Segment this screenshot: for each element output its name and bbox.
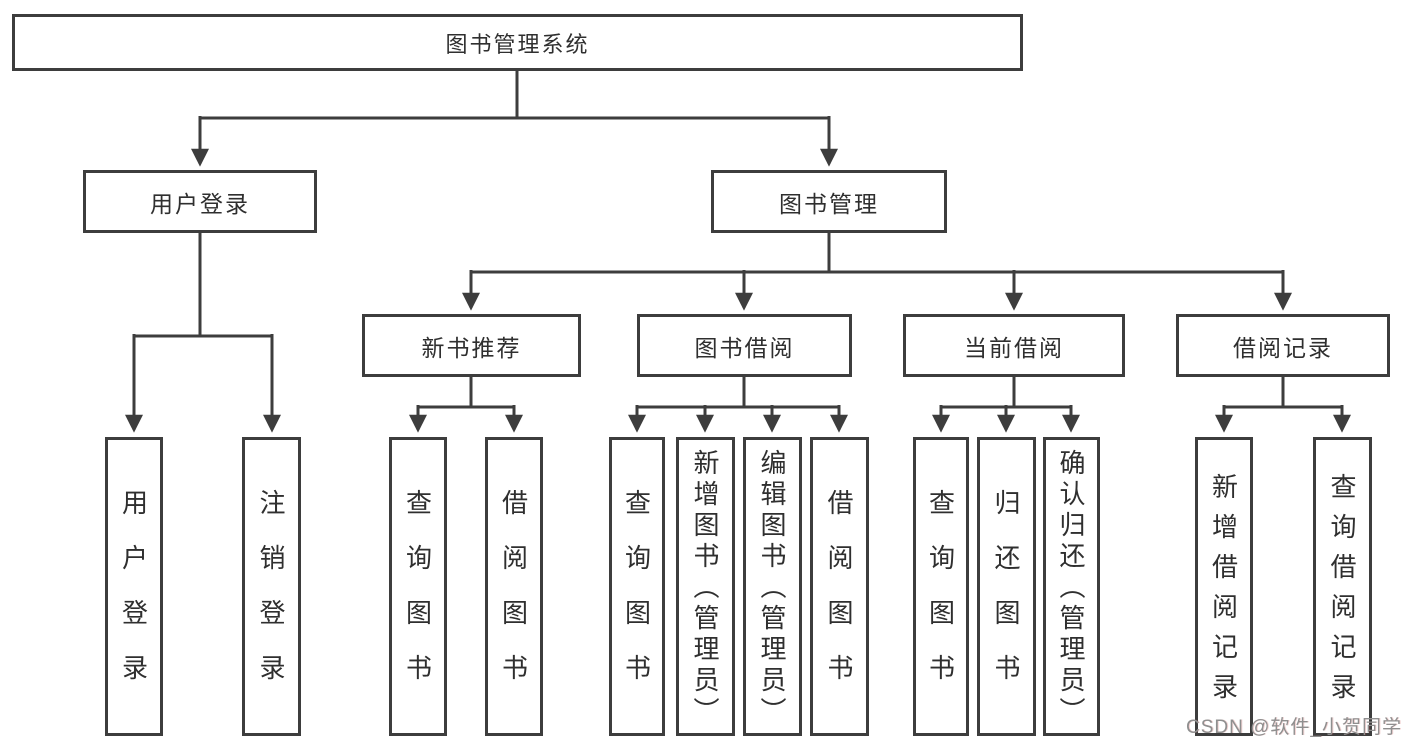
leaf-user-login: 用户登录: [105, 437, 163, 736]
leaf-cb-query-book-label: 查询图书: [925, 488, 956, 709]
node-book-management-label: 图书管理: [779, 190, 879, 217]
leaf-bb-edit-book-admin-label: 编辑图书（管理员）: [757, 449, 787, 728]
leaf-nbr-borrow-book: 借阅图书: [485, 437, 543, 736]
node-borrow-record: 借阅记录: [1176, 314, 1390, 377]
leaf-bb-borrow-book: 借阅图书: [810, 437, 869, 736]
leaf-nbr-query-book: 查询图书: [389, 437, 447, 736]
leaf-cb-confirm-return-admin: 确认归还（管理员）: [1043, 437, 1100, 736]
leaf-cb-query-book: 查询图书: [913, 437, 969, 736]
leaf-cb-return-book-label: 归还图书: [991, 488, 1021, 709]
node-current-borrow-label: 当前借阅: [964, 334, 1064, 361]
node-root: 图书管理系统: [12, 14, 1023, 71]
leaf-nbr-query-book-label: 查询图书: [402, 488, 433, 709]
leaf-bb-query-book: 查询图书: [609, 437, 665, 736]
leaf-bb-add-book-admin: 新增图书（管理员）: [676, 437, 735, 736]
leaf-bb-borrow-book-label: 借阅图书: [824, 488, 854, 709]
leaf-logout: 注销登录: [242, 437, 301, 736]
node-book-management: 图书管理: [711, 170, 947, 233]
csdn-watermark: CSDN @软件_小贺同学: [1186, 717, 1402, 738]
leaf-br-query-record: 查询借阅记录: [1313, 437, 1372, 736]
node-root-label: 图书管理系统: [445, 31, 590, 57]
node-borrow-record-label: 借阅记录: [1233, 334, 1333, 361]
leaf-user-login-label: 用户登录: [118, 488, 149, 709]
leaf-cb-return-book: 归还图书: [977, 437, 1036, 736]
node-new-book-recommend-label: 新书推荐: [421, 334, 522, 361]
node-book-borrow: 图书借阅: [637, 314, 852, 377]
node-user-login: 用户登录: [83, 170, 317, 233]
leaf-bb-edit-book-admin: 编辑图书（管理员）: [743, 437, 802, 736]
leaf-cb-confirm-return-admin-label: 确认归还（管理员）: [1056, 449, 1086, 728]
node-user-login-label: 用户登录: [150, 190, 250, 217]
leaf-logout-label: 注销登录: [256, 488, 286, 709]
node-book-borrow-label: 图书借阅: [694, 334, 795, 361]
leaf-nbr-borrow-book-label: 借阅图书: [498, 488, 529, 709]
leaf-br-add-record-label: 新增借阅记录: [1208, 472, 1239, 713]
leaf-br-add-record: 新增借阅记录: [1195, 437, 1253, 736]
leaf-br-query-record-label: 查询借阅记录: [1327, 472, 1357, 713]
leaf-bb-add-book-admin-label: 新增图书（管理员）: [690, 449, 720, 728]
node-current-borrow: 当前借阅: [903, 314, 1125, 377]
node-new-book-recommend: 新书推荐: [362, 314, 581, 377]
leaf-bb-query-book-label: 查询图书: [621, 488, 652, 709]
